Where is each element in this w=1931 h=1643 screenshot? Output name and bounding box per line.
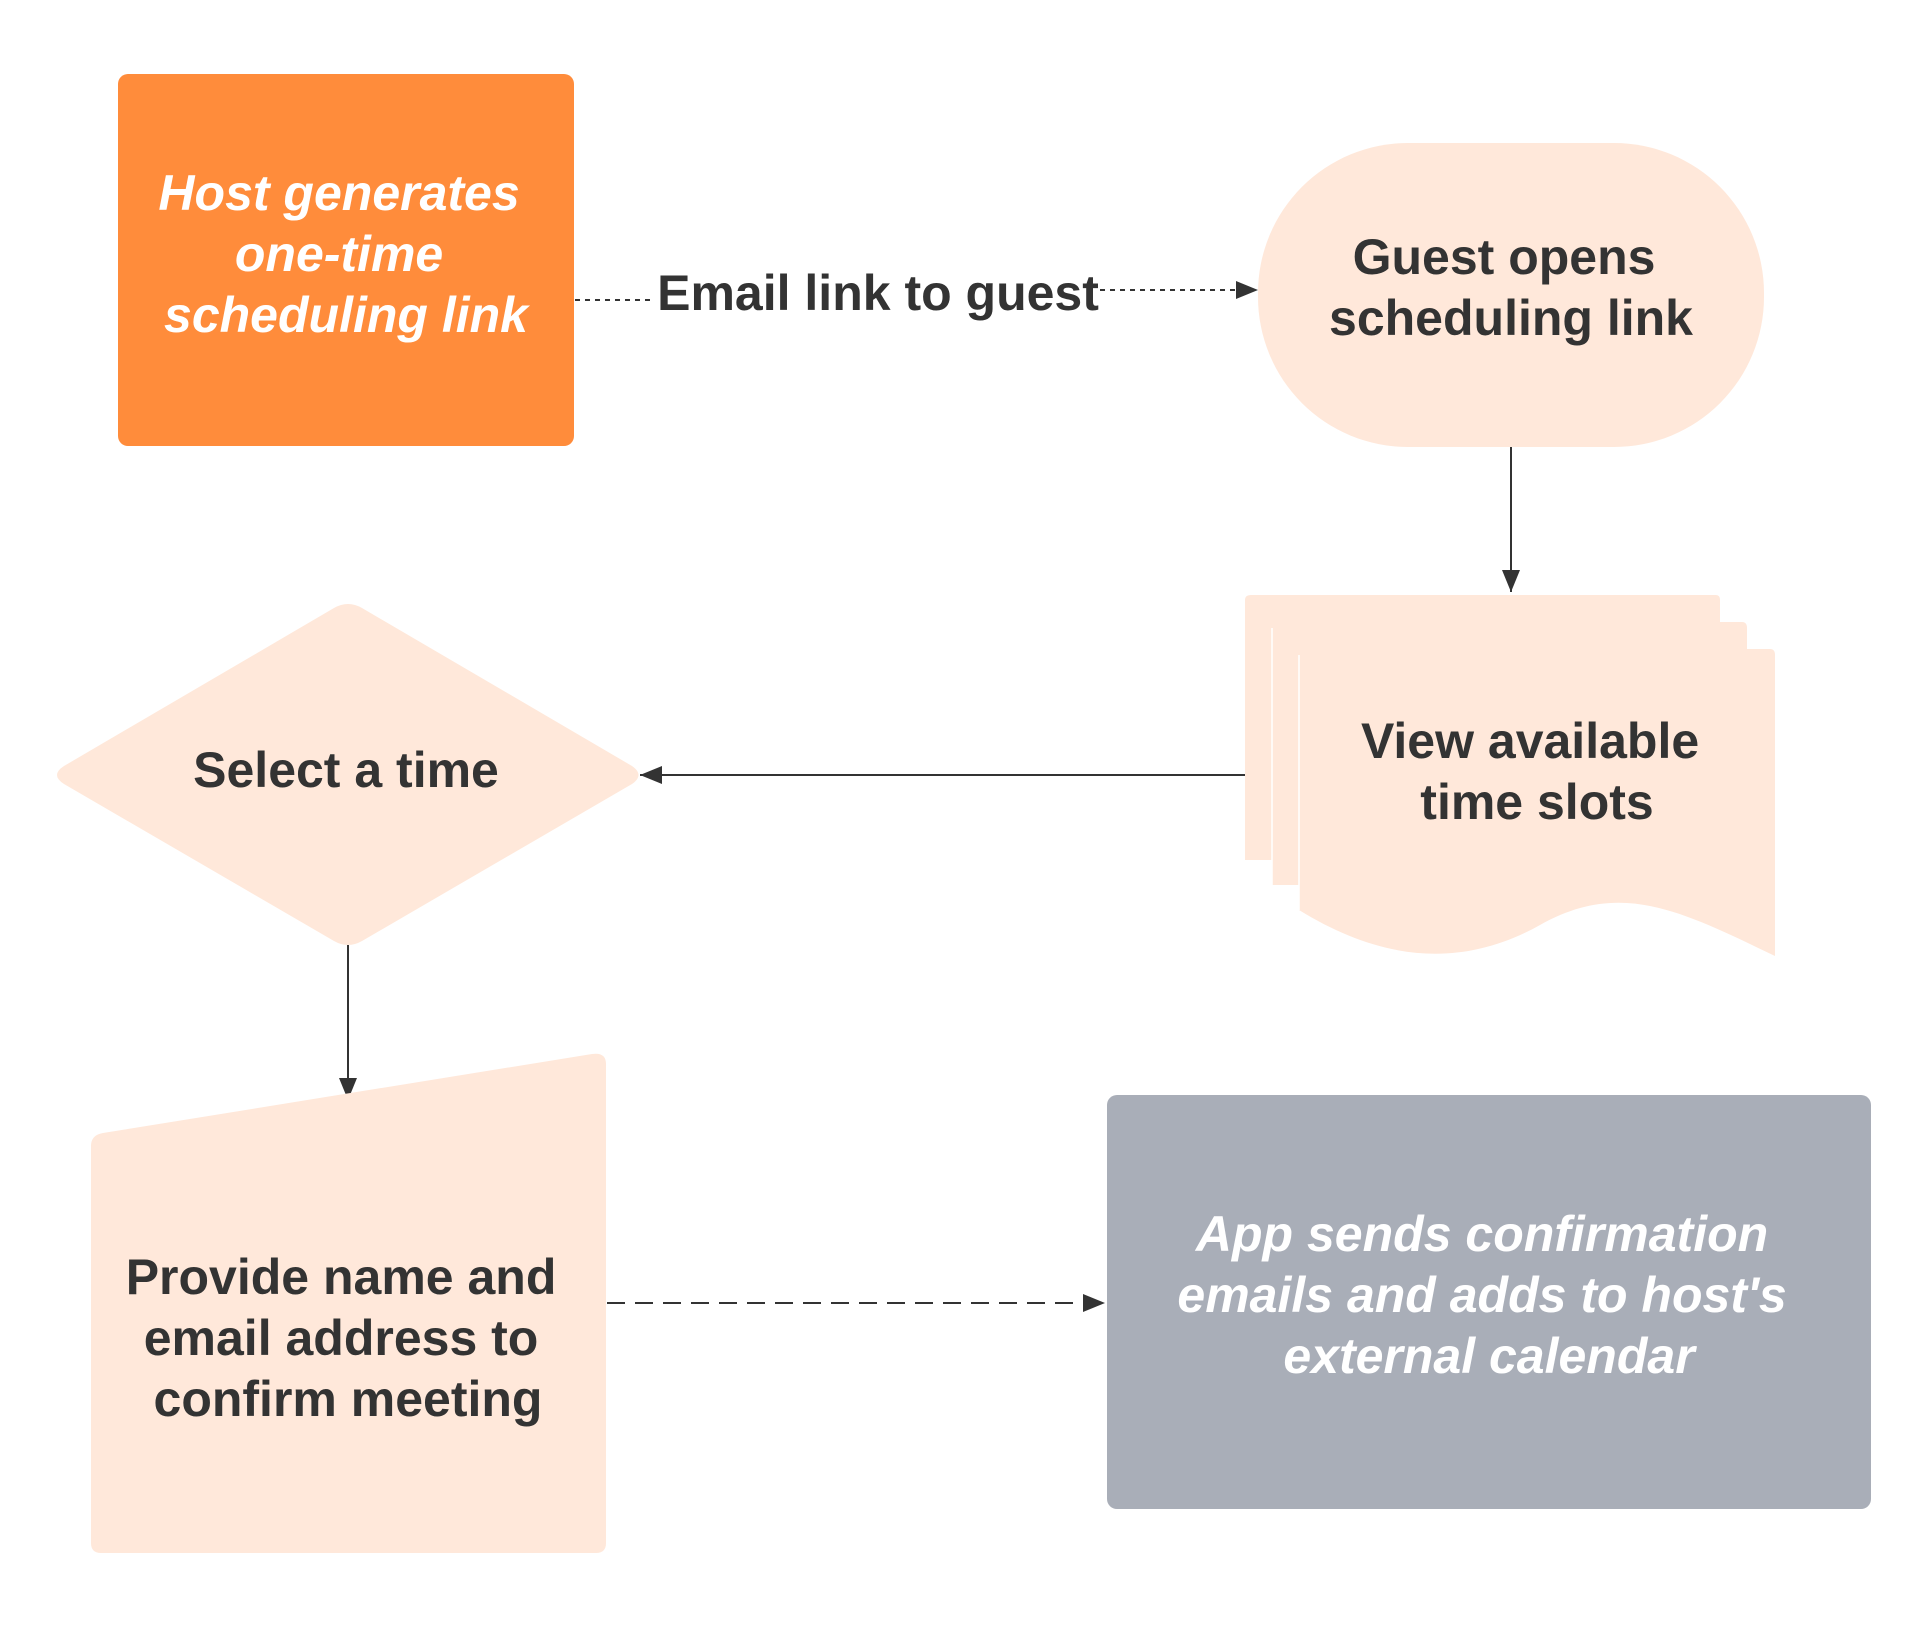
svg-text:Provide name and email a: Provide name and email address to confir… — [126, 1249, 571, 1427]
node-view-slots[interactable]: View available time slots — [1245, 595, 1775, 956]
guest-opens-line-1: Guest opens — [1353, 229, 1656, 285]
app-sends-shape — [1107, 1095, 1871, 1509]
node-app-sends[interactable]: App sends confirmation emails and adds t… — [1107, 1095, 1871, 1509]
guest-opens-shape — [1258, 143, 1764, 447]
host-generates-shape — [118, 74, 574, 446]
app-sends-line-2: emails and adds to host's — [1177, 1267, 1786, 1323]
svg-text:Select a time: Select a time — [193, 742, 499, 798]
node-guest-opens[interactable]: Guest opens scheduling link — [1258, 143, 1764, 447]
provide-info-line-3: confirm meeting — [154, 1371, 543, 1427]
svg-text:View available time slot: View available time slots — [1361, 713, 1713, 830]
app-sends-line-1: App sends confirmation — [1194, 1206, 1768, 1262]
node-host-generates[interactable]: Host generates one-time scheduling link — [118, 74, 574, 446]
provide-info-line-2: email address to — [144, 1310, 539, 1366]
svg-text:Host generates one-time: Host generates one-time scheduling link — [158, 165, 533, 343]
svg-text:Guest opens scheduling l: Guest opens scheduling link — [1329, 229, 1693, 346]
host-generates-line-2: one-time — [235, 226, 443, 282]
view-slots-line-1: View available — [1361, 713, 1699, 769]
node-provide-info[interactable]: Provide name and email address to confir… — [91, 1053, 606, 1553]
guest-opens-line-2: scheduling link — [1329, 290, 1693, 346]
host-generates-line-3: scheduling link — [164, 287, 530, 343]
edge-email-link-label: Email link to guest — [657, 265, 1099, 321]
select-time-line-1: Select a time — [193, 742, 499, 798]
app-sends-line-3: external calendar — [1283, 1328, 1697, 1384]
provide-info-shape — [91, 1053, 606, 1553]
node-select-time[interactable]: Select a time — [57, 604, 639, 945]
svg-text:App sends confirmation e: App sends confirmation emails and adds t… — [1177, 1206, 1800, 1384]
select-time-shape — [57, 604, 639, 945]
provide-info-line-1: Provide name and — [126, 1249, 557, 1305]
host-generates-line-1: Host generates — [158, 165, 519, 221]
view-slots-line-2: time slots — [1420, 774, 1653, 830]
view-slots-doc-front — [1299, 649, 1775, 956]
